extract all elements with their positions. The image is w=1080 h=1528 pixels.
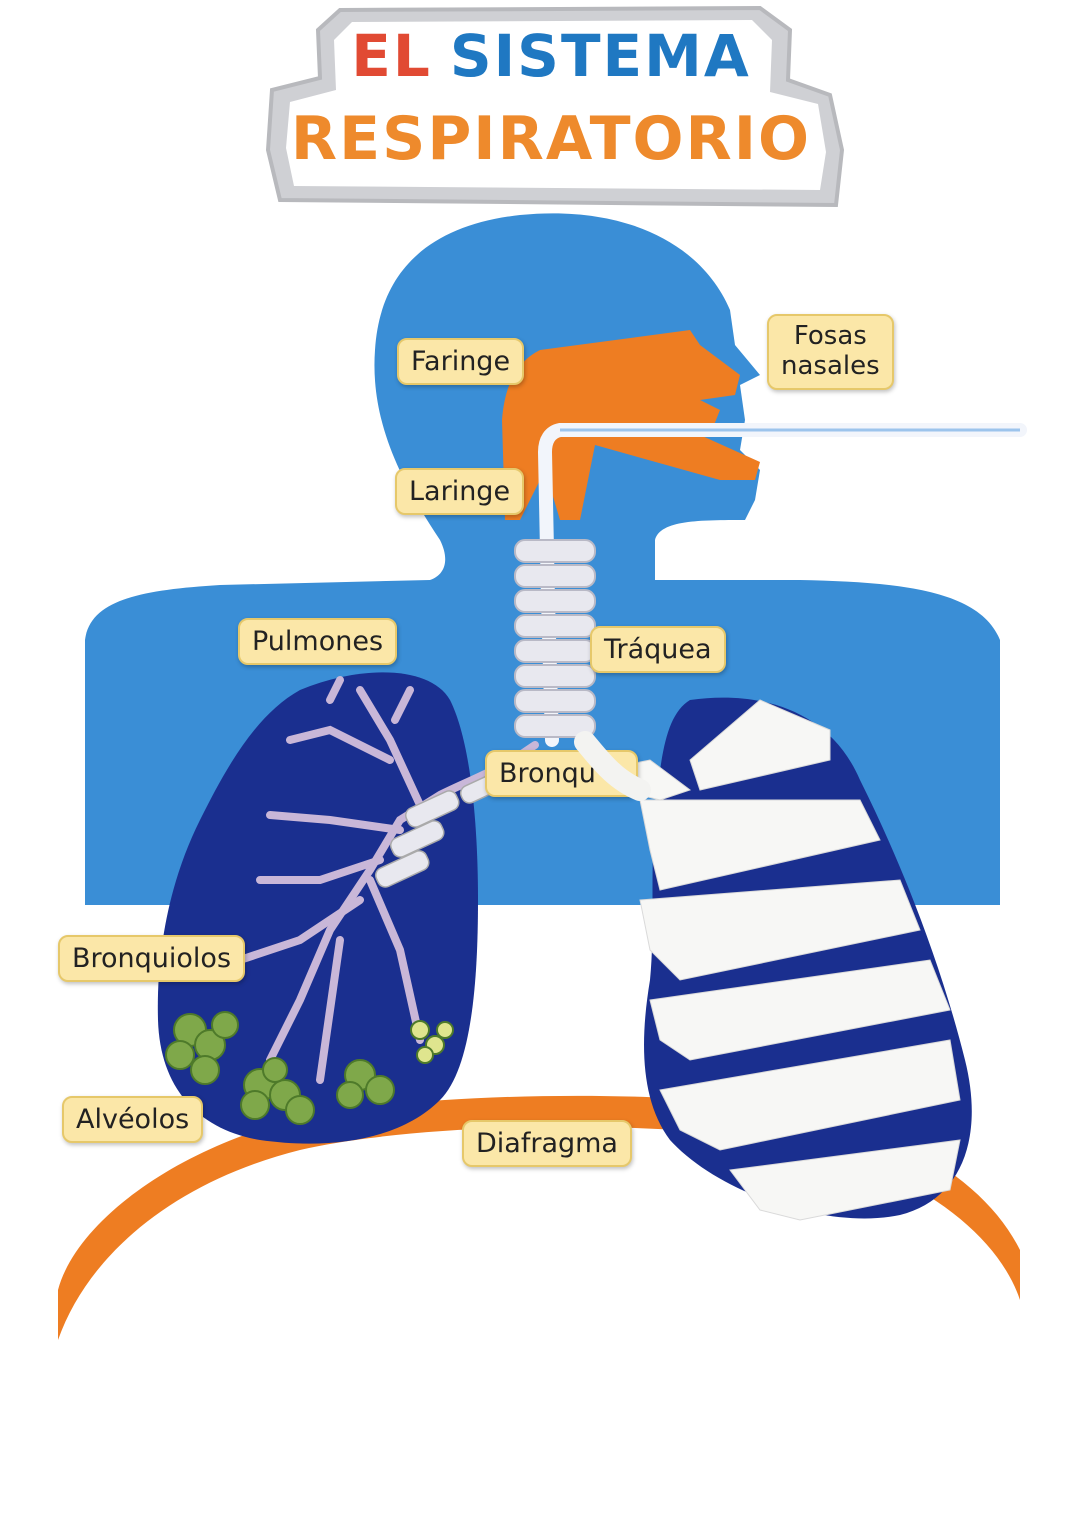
title-word-sistema: SISTEMA [449, 22, 751, 90]
label-fosas-nasales: Fosas nasales [767, 314, 894, 390]
label-faringe: Faringe [397, 338, 525, 386]
trachea-rings [514, 539, 596, 738]
label-pulmones: Pulmones [238, 618, 398, 666]
title-word-respiratorio: RESPIRATORIO [290, 104, 812, 174]
label-traquea: Tráquea [590, 626, 726, 674]
title-word-el: EL [351, 22, 432, 90]
label-laringe: Laringe [395, 468, 525, 516]
label-bronquiolos: Bronquiolos [58, 935, 246, 983]
label-diafragma: Diafragma [462, 1120, 632, 1168]
alveoli-clusters [165, 1011, 454, 1125]
title-plate [286, 20, 826, 190]
label-alveolos: Alvéolos [62, 1096, 204, 1144]
straw-tube [537, 423, 1027, 747]
label-bronquios: Bronqu [485, 750, 638, 798]
title-line-2: RESPIRATORIO [268, 104, 834, 174]
